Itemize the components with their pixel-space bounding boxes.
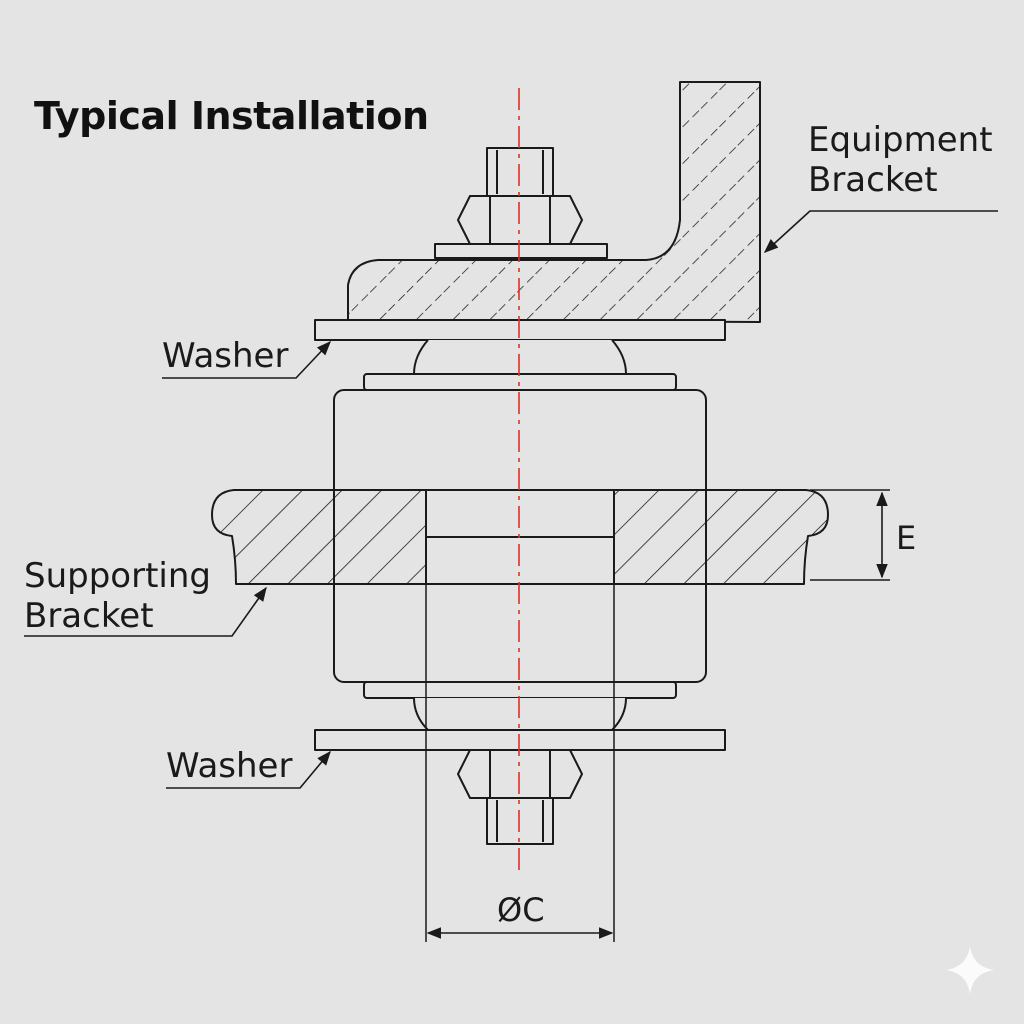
label-washer-bottom: Washer [166,746,293,786]
equipment-bracket [347,81,761,323]
lower-neck [413,697,627,731]
label-equipment-line2: Bracket [808,160,938,200]
diagram-title: Typical Installation [34,94,429,138]
bottom-hex-nut [457,749,583,799]
top-washer [314,319,726,341]
leader-washer-top [162,340,331,379]
label-supporting-bracket: Supporting Bracket [24,556,211,636]
label-supporting-line1: Supporting [24,556,211,596]
top-nut-washer [434,243,608,259]
upper-neck [413,339,627,375]
leader-supporting-bracket [24,586,267,637]
bottom-washer [314,729,726,751]
leader-washer-bottom [166,750,331,789]
leader-equipment-bracket [763,210,998,253]
sparkle-icon [946,946,994,994]
upper-collar [363,373,677,391]
supporting-bracket-right [613,489,829,585]
label-equipment-bracket: Equipment Bracket [808,120,993,200]
label-equipment-line1: Equipment [808,120,993,160]
label-supporting-line2: Bracket [24,596,154,636]
dimension-diameter-label: ØC [497,891,545,929]
lower-collar [363,681,677,699]
dimension-e-label: E [896,519,917,557]
label-washer-top: Washer [162,336,289,376]
supporting-bracket-left [211,489,427,585]
top-hex-nut [457,195,583,245]
